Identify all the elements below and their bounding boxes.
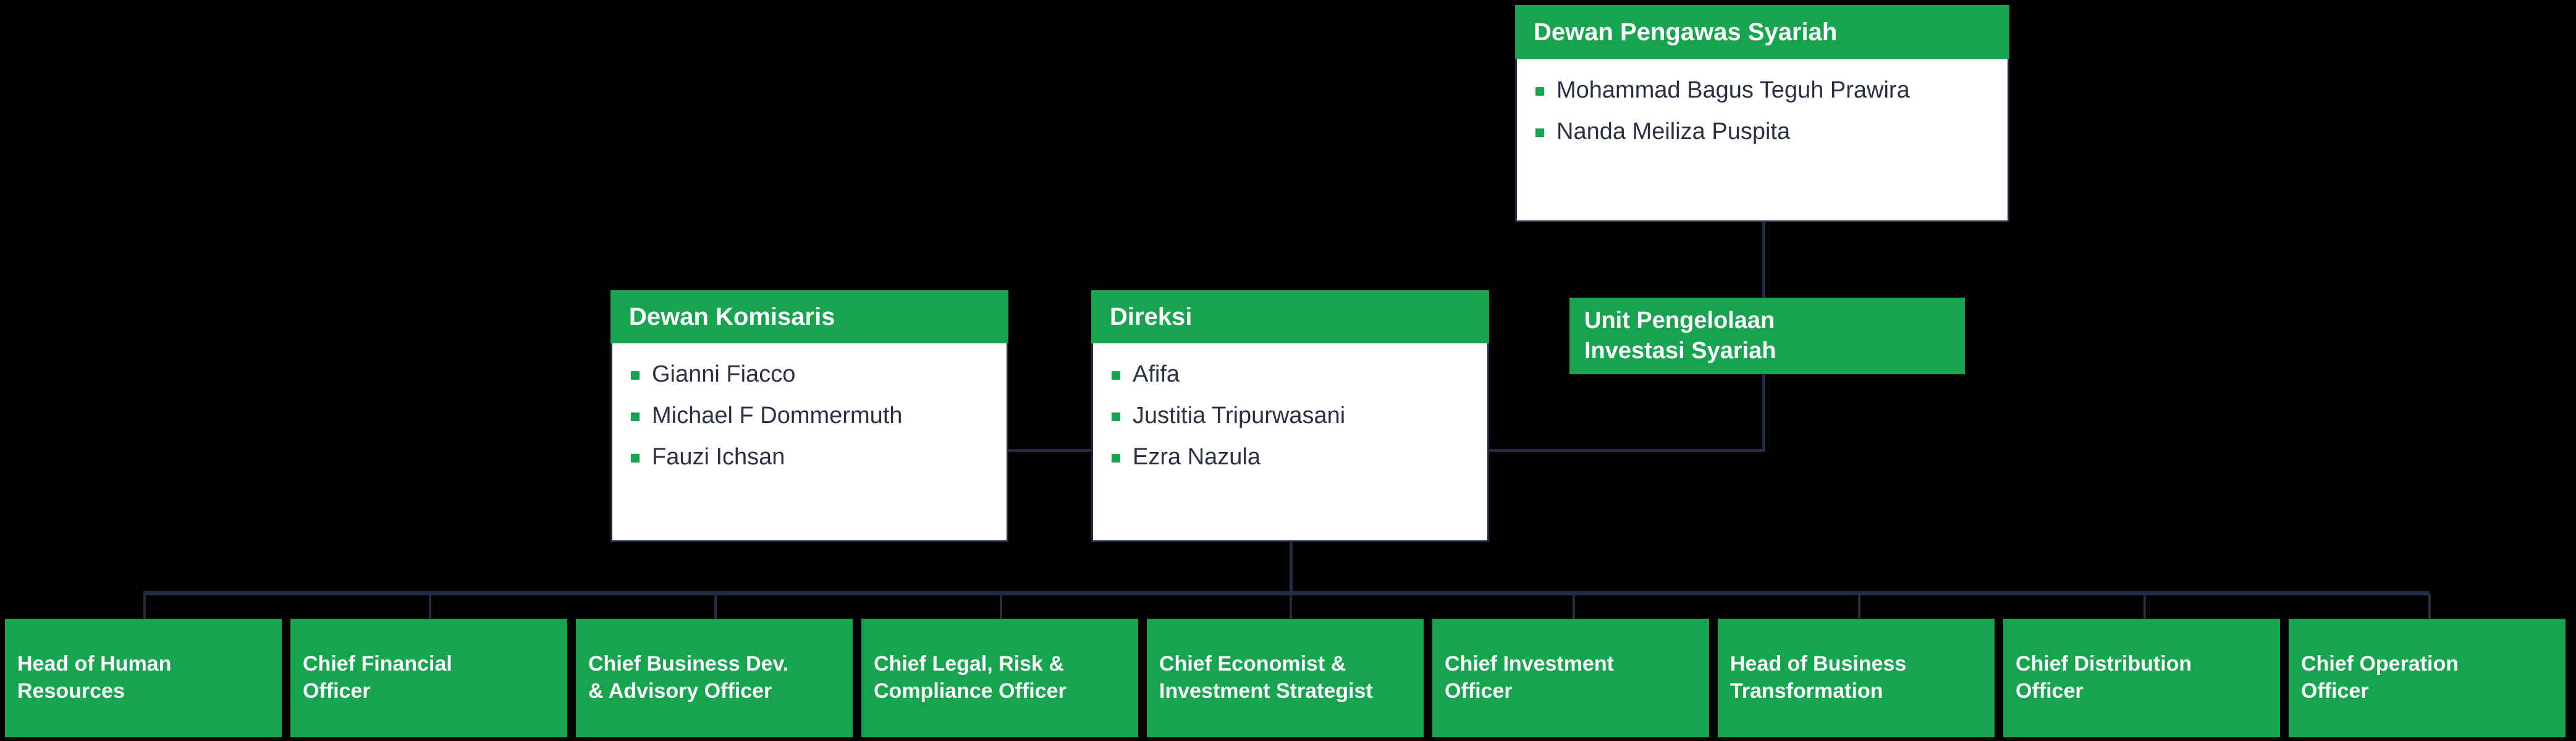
connector-drop-5 [1290, 594, 1292, 619]
connector-drop-4 [1000, 594, 1002, 619]
list-item: Ezra Nazula [1112, 443, 1470, 471]
member-list: Gianni Fiacco Michael F Dommermuth Fauzi… [631, 361, 989, 471]
list-item: Mohammad Bagus Teguh Prawira [1535, 77, 1990, 104]
leaf-box-chief-legal-risk-compliance-officer[interactable]: Chief Legal, Risk & Compliance Officer [861, 619, 1138, 737]
node-direksi-title: Direksi [1091, 290, 1489, 343]
bullet-square-icon [1112, 412, 1120, 421]
connector-direksi-to-bus [1290, 541, 1293, 594]
connector-drop-1 [143, 594, 146, 619]
member-name: Gianni Fiacco [652, 361, 796, 387]
bullet-square-icon [1535, 87, 1544, 96]
connector-unit-to-direksi-horizontal [1489, 449, 1765, 452]
list-item: Afifa [1112, 361, 1470, 388]
list-item: Justitia Tripurwasani [1112, 402, 1470, 430]
node-dewan-pengawas-syariah-body: Mohammad Bagus Teguh Prawira Nanda Meili… [1515, 59, 2009, 222]
bullet-square-icon [631, 453, 640, 463]
list-item: Michael F Dommermuth [631, 402, 989, 430]
bullet-square-icon [1112, 371, 1120, 380]
member-name: Justitia Tripurwasani [1133, 402, 1346, 429]
member-name: Nanda Meiliza Puspita [1556, 118, 1791, 144]
leaf-box-chief-economist-investment-strategist[interactable]: Chief Economist & Investment Strategist [1147, 619, 1424, 737]
node-dewan-komisaris-title: Dewan Komisaris [610, 290, 1008, 343]
member-name: Ezra Nazula [1133, 443, 1261, 470]
connector-dps-to-unit [1762, 217, 1765, 299]
member-name: Fauzi Ichsan [652, 443, 785, 470]
connector-drop-8 [2143, 594, 2146, 619]
node-dewan-pengawas-syariah-title: Dewan Pengawas Syariah [1515, 5, 2009, 59]
member-list: Mohammad Bagus Teguh Prawira Nanda Meili… [1535, 77, 1990, 146]
leaf-box-chief-distribution-officer[interactable]: Chief Distribution Officer [2003, 619, 2280, 737]
connector-unit-to-direksi-vertical [1762, 373, 1765, 452]
list-item: Nanda Meiliza Puspita [1535, 118, 1990, 146]
node-direksi-body: Afifa Justitia Tripurwasani Ezra Nazula [1091, 343, 1489, 542]
connector-drop-2 [429, 594, 431, 619]
node-direksi[interactable]: Direksi Afifa Justitia Tripurwasani Ezra… [1091, 290, 1489, 542]
leaf-box-head-of-business-transformation[interactable]: Head of Business Transformation [1718, 619, 1995, 737]
bullet-square-icon [631, 371, 640, 380]
connector-drop-9 [2428, 594, 2431, 619]
bullet-square-icon [1112, 453, 1120, 463]
connector-komisaris-to-direksi [1008, 449, 1093, 452]
member-list: Afifa Justitia Tripurwasani Ezra Nazula [1112, 361, 1470, 471]
leaf-box-chief-operation-officer[interactable]: Chief Operation Officer [2289, 619, 2565, 737]
leaf-box-chief-business-dev-advisory-officer[interactable]: Chief Business Dev. & Advisory Officer [576, 619, 853, 737]
connector-leaf-bus [143, 591, 2430, 595]
leaf-box-chief-investment-officer[interactable]: Chief Investment Officer [1432, 619, 1709, 737]
leaf-box-head-of-human-resources[interactable]: Head of Human Resources [5, 619, 282, 737]
member-name: Michael F Dommermuth [652, 402, 903, 429]
list-item: Gianni Fiacco [631, 361, 989, 388]
leaf-box-chief-financial-officer[interactable]: Chief Financial Officer [290, 619, 567, 737]
bullet-square-icon [631, 412, 640, 421]
node-dewan-komisaris-body: Gianni Fiacco Michael F Dommermuth Fauzi… [610, 343, 1008, 542]
connector-drop-6 [1573, 594, 1575, 619]
node-dewan-komisaris[interactable]: Dewan Komisaris Gianni Fiacco Michael F … [610, 290, 1008, 542]
node-dewan-pengawas-syariah[interactable]: Dewan Pengawas Syariah Mohammad Bagus Te… [1515, 5, 2009, 222]
list-item: Fauzi Ichsan [631, 443, 989, 471]
node-unit-pengelolaan-investasi-syariah[interactable]: Unit Pengelolaan Investasi Syariah [1569, 298, 1965, 374]
connector-drop-3 [714, 594, 717, 619]
member-name: Mohammad Bagus Teguh Prawira [1556, 77, 1910, 103]
connector-drop-7 [1858, 594, 1860, 619]
bullet-square-icon [1535, 128, 1544, 137]
member-name: Afifa [1133, 361, 1180, 387]
